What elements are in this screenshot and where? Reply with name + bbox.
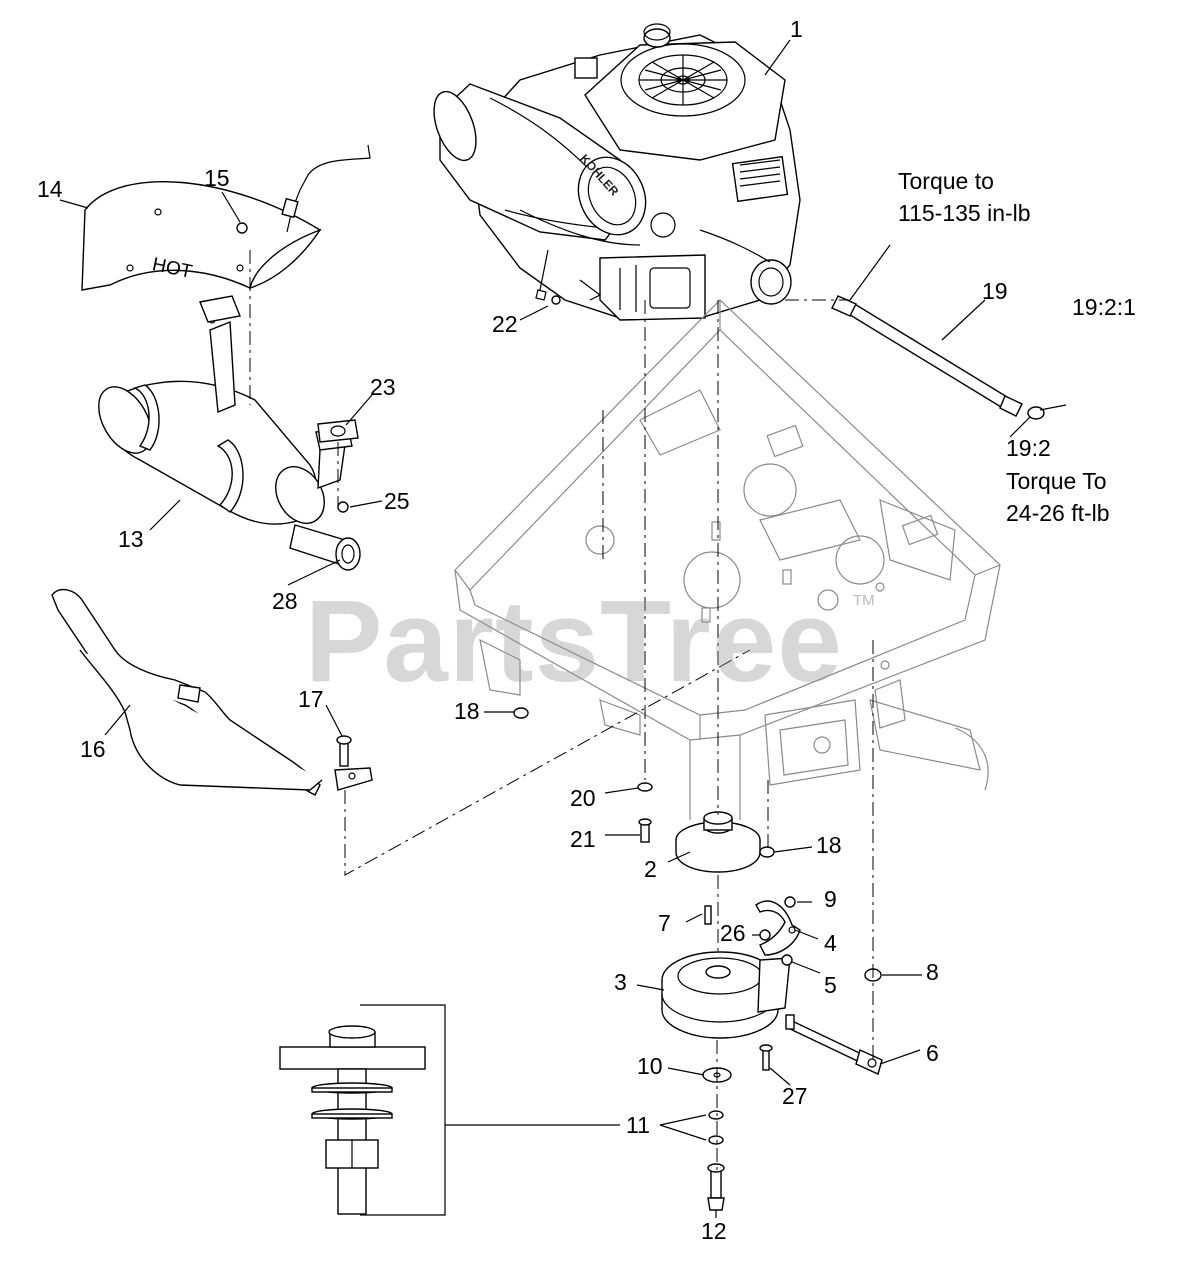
callout-23[interactable]: 23 xyxy=(370,374,396,400)
callout-14[interactable]: 14 xyxy=(37,176,63,202)
torque-note-19-2-line1: Torque To xyxy=(1006,468,1107,494)
callout-8[interactable]: 8 xyxy=(926,959,939,985)
engine-part[interactable] xyxy=(426,23,801,321)
callout-21[interactable]: 21 xyxy=(570,826,596,852)
watermark: PartsTree xyxy=(305,576,843,706)
bolt-12-part[interactable] xyxy=(707,1163,725,1211)
assembly-centerlines xyxy=(249,250,874,1170)
nut-9-part[interactable] xyxy=(784,896,796,908)
bracket-bar-part[interactable] xyxy=(51,588,373,796)
callout-26[interactable]: 26 xyxy=(720,920,746,946)
torque-note-19-line1: Torque to xyxy=(898,168,994,194)
callout-4[interactable]: 4 xyxy=(824,930,837,956)
callout-15[interactable]: 15 xyxy=(204,165,230,191)
anti-rotation-bracket-part[interactable] xyxy=(755,900,801,956)
callout-22[interactable]: 22 xyxy=(492,311,518,337)
callout-16[interactable]: 16 xyxy=(80,736,106,762)
bolt-17-part[interactable] xyxy=(336,735,352,767)
callout-3[interactable]: 3 xyxy=(614,969,627,995)
torque-note-19-line2: 115-135 in-lb xyxy=(898,200,1031,226)
callout-13[interactable]: 13 xyxy=(118,526,144,552)
bolt-27-part[interactable] xyxy=(759,1044,773,1071)
callout-28[interactable]: 28 xyxy=(272,588,298,614)
washer-20-part[interactable] xyxy=(637,782,653,792)
shaft-part[interactable] xyxy=(831,295,1045,420)
pin-7-part[interactable] xyxy=(704,905,712,925)
callout-27[interactable]: 27 xyxy=(782,1083,808,1109)
callout-25[interactable]: 25 xyxy=(384,488,410,514)
callout-12[interactable]: 12 xyxy=(701,1218,727,1244)
callout-20[interactable]: 20 xyxy=(570,785,596,811)
nut-25-part[interactable] xyxy=(337,501,349,513)
detail-inset xyxy=(279,1004,446,1216)
callout-19-2-1[interactable]: 19:2:1 xyxy=(1072,294,1136,320)
washer-11-part[interactable] xyxy=(708,1110,724,1145)
clutch-part[interactable] xyxy=(661,951,791,1039)
callout-10[interactable]: 10 xyxy=(637,1053,663,1079)
nut-18-lower-part[interactable] xyxy=(759,846,775,858)
sensor-wire-part[interactable] xyxy=(236,144,371,234)
rod-part[interactable] xyxy=(785,1014,883,1075)
callout-1[interactable]: 1 xyxy=(790,16,803,42)
callout-6[interactable]: 6 xyxy=(926,1040,939,1066)
washer-5-part[interactable] xyxy=(781,954,793,966)
callout-7[interactable]: 7 xyxy=(658,910,671,936)
chassis-frame-part xyxy=(454,299,1001,820)
callout-19[interactable]: 19 xyxy=(982,278,1008,304)
callout-9[interactable]: 9 xyxy=(824,886,837,912)
gasket-part[interactable] xyxy=(317,419,359,443)
callout-2[interactable]: 2 xyxy=(644,856,657,882)
watermark-trademark: TM xyxy=(853,592,875,609)
nut-26-part[interactable] xyxy=(759,929,771,941)
callout-18-upper[interactable]: 18 xyxy=(454,698,480,724)
pulley-part[interactable] xyxy=(675,811,761,873)
callout-5[interactable]: 5 xyxy=(824,972,837,998)
torque-note-19-2-line2: 24-26 ft-lb xyxy=(1006,500,1110,526)
nut-18-upper-part[interactable] xyxy=(513,707,529,719)
leader-lines xyxy=(59,39,1067,1218)
callout-17[interactable]: 17 xyxy=(298,686,324,712)
clip-22-part[interactable] xyxy=(551,295,561,305)
callout-18-lower[interactable]: 18 xyxy=(816,832,842,858)
bolt-21-part[interactable] xyxy=(638,818,652,843)
callout-19-2[interactable]: 19:2 xyxy=(1006,435,1051,461)
callout-11[interactable]: 11 xyxy=(626,1112,650,1138)
